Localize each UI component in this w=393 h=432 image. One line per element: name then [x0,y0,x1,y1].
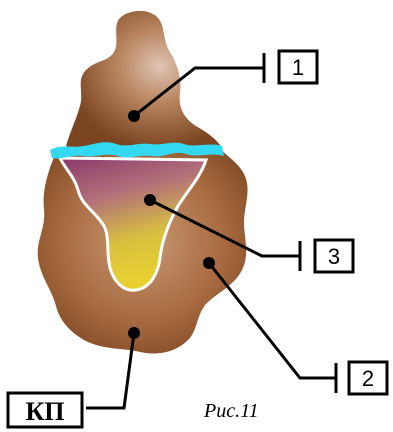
leader-line-3 [149,198,300,258]
label-2: 2 [362,366,374,391]
cyan-band [50,142,224,159]
label-box-2 [347,360,389,396]
label-3: 3 [328,244,340,269]
leader-line-2 [207,262,336,380]
figure-caption: Рис.11 [203,400,259,422]
inner-core-shape [57,156,209,292]
label-box-kp [6,391,84,429]
label-1: 1 [292,55,304,80]
leader-line-kp [86,332,136,410]
label-box-1 [277,49,319,85]
label-kp: КП [25,397,64,426]
leader-line-1 [133,66,264,118]
upper-body-shape [66,10,222,149]
label-box-3 [313,238,355,274]
